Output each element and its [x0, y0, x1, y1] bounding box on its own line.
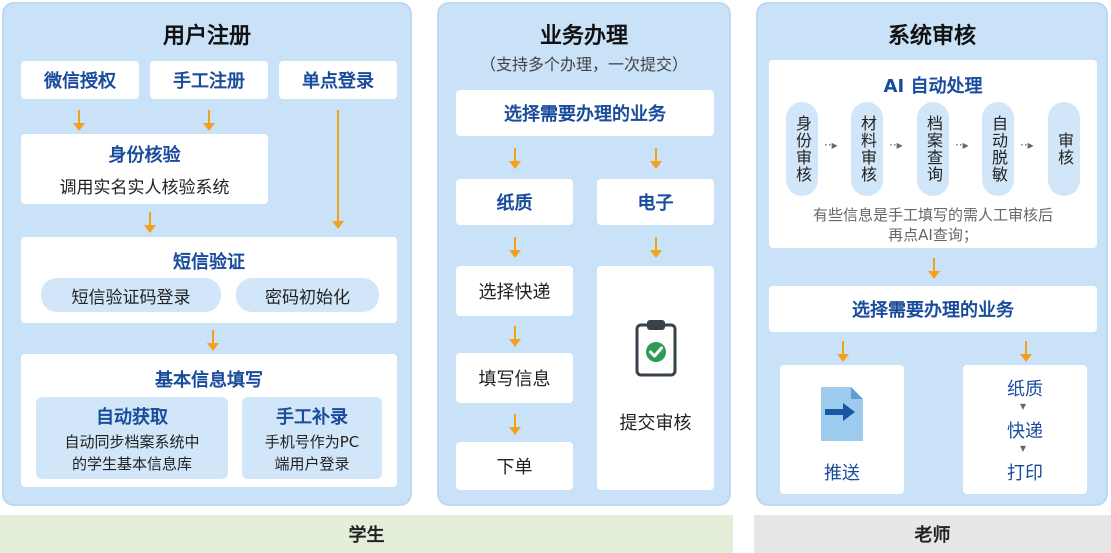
sms-code-login-option[interactable]: 短信验证码登录	[41, 278, 221, 312]
ai-process-title: AI 自动处理	[883, 76, 983, 97]
panel-title-review: 系统审核	[887, 24, 976, 49]
submit-review-label: 提交审核	[619, 413, 692, 434]
ai-step-archive: 档案查询	[917, 102, 949, 196]
manual-register-button[interactable]: 手工注册	[150, 61, 268, 99]
place-order-step[interactable]: 下单	[456, 442, 573, 490]
wechat-auth-button[interactable]: 微信授权	[21, 61, 139, 99]
down-arrow-icon: ▾	[1020, 399, 1027, 413]
sms-verify-box: 短信验证 短信验证码登录 密码初始化	[21, 237, 397, 323]
basic-info-box: 基本信息填写 自动获取 自动同步档案系统中 的学生基本信息库 手工补录 手机号作…	[21, 354, 397, 487]
arrow-down	[509, 326, 521, 347]
select-business-button[interactable]: 选择需要办理的业务	[456, 90, 714, 136]
sms-verify-title: 短信验证	[173, 252, 245, 273]
auto-fetch-option[interactable]: 自动获取 自动同步档案系统中 的学生基本信息库	[36, 397, 228, 479]
ai-step-material: 材料审核	[851, 102, 883, 196]
manual-fill-desc-line1: 手机号作为PC	[264, 433, 360, 451]
arrow-down	[203, 110, 215, 131]
user-registration-panel: 用户注册 微信授权 手工注册 单点登录 身份核验 调用实名实人核验系统 短信验证…	[2, 2, 412, 506]
business-panel: 业务办理 （支持多个办理，一次提交） 选择需要办理的业务 纸质 电子 选择快递 …	[437, 2, 731, 506]
arrow-down	[509, 237, 521, 258]
right-arrow-icon: ··▸	[955, 138, 969, 152]
basic-info-title: 基本信息填写	[155, 370, 263, 391]
select-courier-step[interactable]: 选择快递	[456, 266, 573, 316]
auto-fetch-desc-line1: 自动同步档案系统中	[64, 433, 200, 451]
push-label: 推送	[824, 463, 860, 484]
identity-check-desc: 调用实名实人核验系统	[59, 177, 230, 198]
courier-step: 快递	[1007, 421, 1043, 442]
ai-step-identity: 身份审核	[786, 102, 818, 196]
electronic-option[interactable]: 电子	[597, 179, 714, 225]
right-arrow-icon: ··▸	[1020, 138, 1034, 152]
panel-title-business: 业务办理	[539, 24, 628, 49]
system-review-panel: 系统审核 AI 自动处理 身份审核 ··▸ 材料审核 ··▸ 档案查询 ··▸ …	[756, 2, 1108, 506]
manual-fill-desc-line2: 端用户登录	[274, 455, 350, 473]
arrow-down	[928, 258, 940, 279]
identity-check-title: 身份核验	[108, 144, 181, 166]
clipboard-check-icon	[634, 318, 678, 378]
manual-fill-option[interactable]: 手工补录 手机号作为PC 端用户登录	[242, 397, 382, 479]
document-arrow-icon	[819, 385, 865, 443]
arrow-down	[332, 110, 344, 229]
ai-step-review: 审核	[1048, 102, 1080, 196]
auto-fetch-title: 自动获取	[96, 407, 168, 428]
ai-note-line2: 再点AI查询；	[888, 226, 978, 244]
paper-step: 纸质	[1007, 379, 1043, 400]
print-step: 打印	[1007, 463, 1043, 484]
identity-check-box: 身份核验 调用实名实人核验系统	[21, 134, 268, 204]
arrow-down	[837, 341, 849, 362]
arrow-down	[144, 212, 156, 233]
delivery-flow-box: 纸质 ▾ 快递 ▾ 打印	[963, 365, 1087, 494]
arrow-down	[509, 148, 521, 169]
panel-title-registration: 用户注册	[162, 24, 251, 49]
submit-review-box[interactable]: 提交审核	[597, 266, 714, 490]
arrow-down	[207, 330, 219, 351]
ai-process-box: AI 自动处理 身份审核 ··▸ 材料审核 ··▸ 档案查询 ··▸ 自动脱敏 …	[769, 60, 1097, 248]
password-init-option[interactable]: 密码初始化	[236, 278, 379, 312]
down-arrow-icon: ▾	[1020, 441, 1027, 455]
ai-note-line1: 有些信息是手工填写的需人工审核后	[812, 206, 1053, 224]
arrow-down	[650, 237, 662, 258]
fill-info-step[interactable]: 填写信息	[456, 353, 573, 403]
arrow-down	[509, 414, 521, 435]
ai-step-desensitize: 自动脱敏	[982, 102, 1014, 196]
right-arrow-icon: ··▸	[889, 138, 903, 152]
business-subtitle: （支持多个办理，一次提交）	[479, 55, 688, 74]
paper-option[interactable]: 纸质	[456, 179, 573, 225]
auto-fetch-desc-line2: 的学生基本信息库	[71, 455, 192, 473]
teacher-select-business-button[interactable]: 选择需要办理的业务	[769, 286, 1097, 332]
student-role-bar: 学生	[0, 515, 733, 553]
right-arrow-icon: ··▸	[824, 138, 838, 152]
push-box[interactable]: 推送	[780, 365, 904, 494]
manual-fill-title: 手工补录	[276, 407, 348, 428]
arrow-down	[1020, 341, 1032, 362]
sso-login-button[interactable]: 单点登录	[279, 61, 397, 99]
arrow-down	[73, 110, 85, 131]
teacher-role-bar: 老师	[754, 515, 1111, 553]
arrow-down	[650, 148, 662, 169]
